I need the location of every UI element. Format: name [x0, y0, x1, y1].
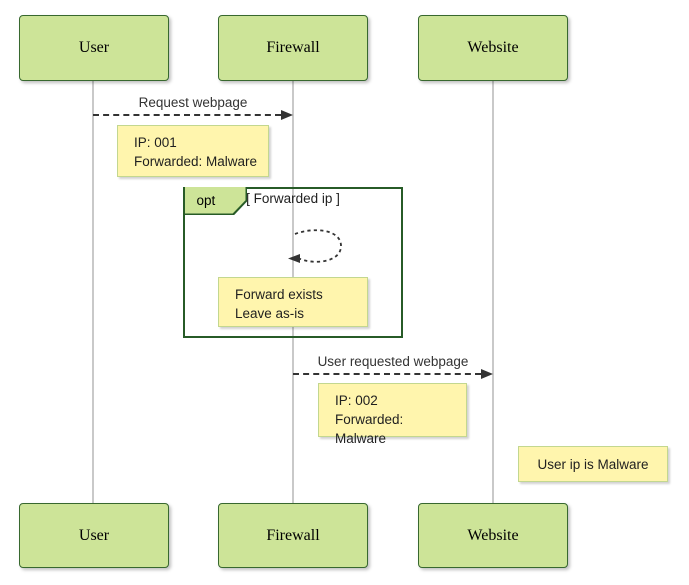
actor-website-bottom: Website: [418, 503, 568, 568]
opt-condition-label: [ Forwarded ip ]: [246, 191, 340, 206]
arrowhead-icon: [481, 369, 493, 379]
arrowhead-icon: [281, 110, 293, 120]
actor-website-top: Website: [418, 15, 568, 81]
actor-user-bottom: User: [19, 503, 169, 568]
note-ip-001: IP: 001 Forwarded: Malware: [117, 125, 269, 177]
lifeline-user: [92, 81, 94, 503]
note-user-ip-malware: User ip is Malware: [518, 446, 668, 482]
opt-fragment: [183, 187, 403, 338]
message-request-webpage-label: Request webpage: [138, 95, 248, 110]
actor-firewall-label: Firewall: [266, 39, 320, 56]
message-user-requested-webpage-line: [293, 373, 481, 375]
note-forward-exists: Forward exists Leave as-is: [218, 277, 368, 327]
opt-operator-label: opt: [184, 187, 246, 214]
actor-user-top: User: [19, 15, 169, 81]
actor-user-label: User: [78, 39, 110, 56]
opt-fragment-tab: opt: [183, 187, 247, 215]
actor-firewall-label: Firewall: [266, 526, 320, 544]
actor-website-label: Website: [467, 526, 519, 544]
lifeline-website: [492, 81, 494, 503]
actor-website-label: Website: [467, 39, 519, 56]
actor-firewall-bottom: Firewall: [218, 503, 368, 568]
message-request-webpage-line: [93, 114, 281, 116]
message-user-requested-webpage-label: User requested webpage: [317, 354, 469, 369]
note-ip-002: IP: 002 Forwarded: Malware: [318, 383, 467, 446]
actor-user-label: User: [78, 526, 110, 544]
self-message-loop-icon: [288, 229, 342, 263]
actor-firewall-top: Firewall: [218, 15, 368, 81]
